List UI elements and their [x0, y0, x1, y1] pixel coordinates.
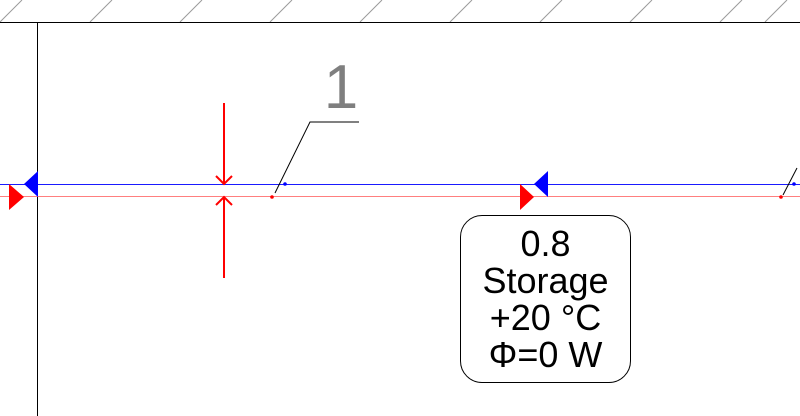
triangle-markers-mid[interactable]: [520, 171, 548, 210]
triangle-markers-left[interactable]: [9, 171, 38, 210]
callout-point-red: [270, 195, 274, 199]
right-point-red: [779, 195, 783, 199]
room-tag[interactable]: 0.8 Storage +20 °C Φ=0 W: [460, 215, 631, 383]
callout-point-blue: [283, 182, 287, 186]
red-triangle-marker[interactable]: [9, 184, 24, 210]
room-name: Storage: [482, 260, 609, 301]
right-leader: [782, 167, 798, 196]
wall-hatch: [0, 0, 788, 23]
blue-triangle-marker[interactable]: [534, 171, 548, 197]
dimension-arrows[interactable]: [215, 103, 233, 278]
room-value: 0.8: [520, 223, 571, 264]
right-point-blue: [792, 182, 796, 186]
blue-triangle-marker[interactable]: [24, 171, 38, 197]
room-heat-flow: Φ=0 W: [488, 334, 603, 375]
red-triangle-marker[interactable]: [520, 184, 534, 210]
callout-leader: [274, 121, 359, 194]
callout-number[interactable]: 1: [324, 53, 358, 122]
room-temperature: +20 °C: [489, 297, 602, 338]
